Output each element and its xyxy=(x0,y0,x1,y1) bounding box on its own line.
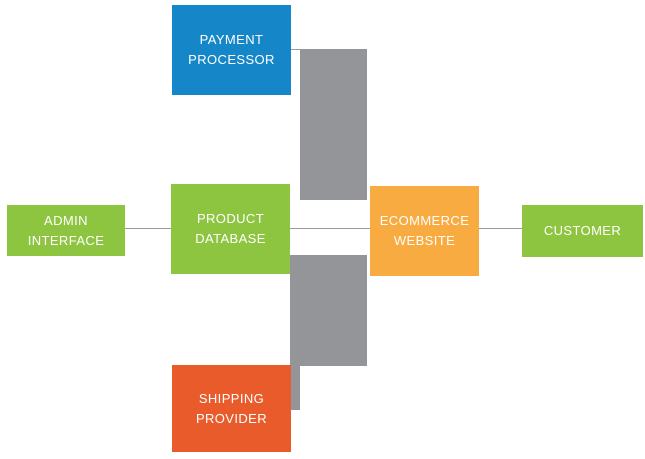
node-product-database: PRODUCT DATABASE xyxy=(171,184,290,274)
node-product-database-label-line1: PRODUCT xyxy=(196,211,265,226)
node-customer: CUSTOMER xyxy=(522,205,643,257)
node-shipping-provider-label-line1: SHIPPING xyxy=(198,390,265,406)
node-payment-processor: PAYMENT PROCESSOR xyxy=(172,5,291,95)
node-payment-processor-label-line2: PROCESSOR xyxy=(188,52,275,67)
node-ecommerce-website: ECOMMERCE WEBSITE xyxy=(370,186,479,276)
connector-block-ecommerce-to-shipping xyxy=(290,255,367,366)
connector-line-product-to-ecommerce xyxy=(289,228,370,229)
connector-strip-shipping xyxy=(290,366,300,410)
connector-line-admin-to-product xyxy=(125,228,172,229)
node-admin-interface-label-line2: INTERFACE xyxy=(27,232,105,248)
connector-line-ecommerce-to-customer xyxy=(479,228,523,229)
node-payment-processor-label-line1: PAYMENT xyxy=(199,32,264,47)
node-shipping-provider: SHIPPING PROVIDER xyxy=(172,365,291,452)
connector-line-payment-processor xyxy=(289,49,301,50)
node-shipping-provider-label-line2: PROVIDER xyxy=(195,410,268,426)
node-ecommerce-website-label-line1: ECOMMERCE xyxy=(379,213,470,228)
node-admin-interface-label-line1: ADMIN xyxy=(44,212,88,228)
node-ecommerce-website-label-line2: WEBSITE xyxy=(393,233,456,248)
node-admin-interface: ADMIN INTERFACE xyxy=(7,205,125,256)
node-customer-label-line1: CUSTOMER xyxy=(543,223,622,238)
connector-block-payment-to-ecommerce xyxy=(300,49,367,200)
node-product-database-label-line2: DATABASE xyxy=(195,231,266,246)
